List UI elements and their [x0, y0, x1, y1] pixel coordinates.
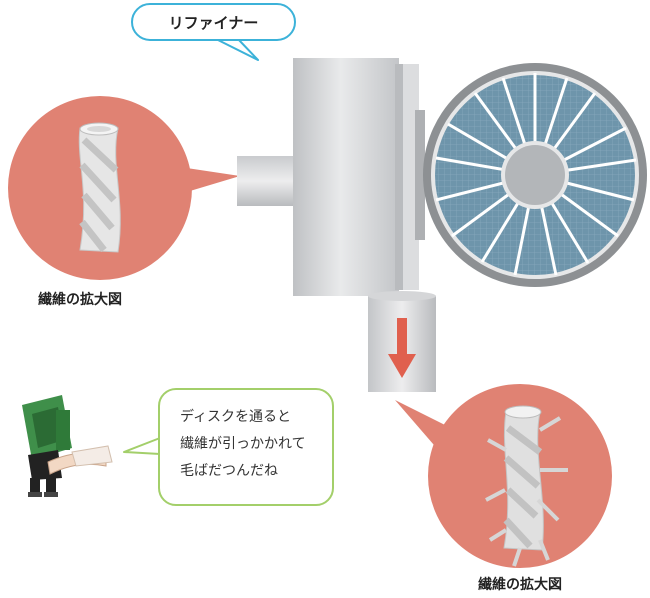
fiber-icon: [485, 405, 568, 567]
speech-line: 繊維が引っかかれて: [180, 436, 306, 452]
speech-bubble: ディスクを通ると 繊維が引っかかれて 毛ばだつんだね: [158, 388, 334, 506]
inlet-pipe: [237, 156, 295, 206]
refiner-label: リファイナー: [168, 13, 259, 32]
fiber-caption-right: 繊維の拡大図: [478, 577, 562, 593]
refiner-label-bubble: リファイナー: [131, 3, 296, 41]
fiber-zoom-circle-left: [8, 96, 240, 280]
down-arrow-icon: [388, 318, 416, 378]
fiber-zoom-circle-right: [395, 384, 612, 568]
refiner-disk: [423, 63, 647, 287]
refiner-machine: [293, 58, 425, 296]
fiber-icon: [78, 122, 121, 253]
fiber-caption-left: 繊維の拡大図: [38, 292, 122, 308]
speech-line: ディスクを通ると: [180, 409, 292, 425]
speech-line: 毛ばだつんだね: [180, 463, 278, 479]
outlet-pipe: [368, 291, 436, 392]
green-character-icon: [22, 395, 113, 497]
